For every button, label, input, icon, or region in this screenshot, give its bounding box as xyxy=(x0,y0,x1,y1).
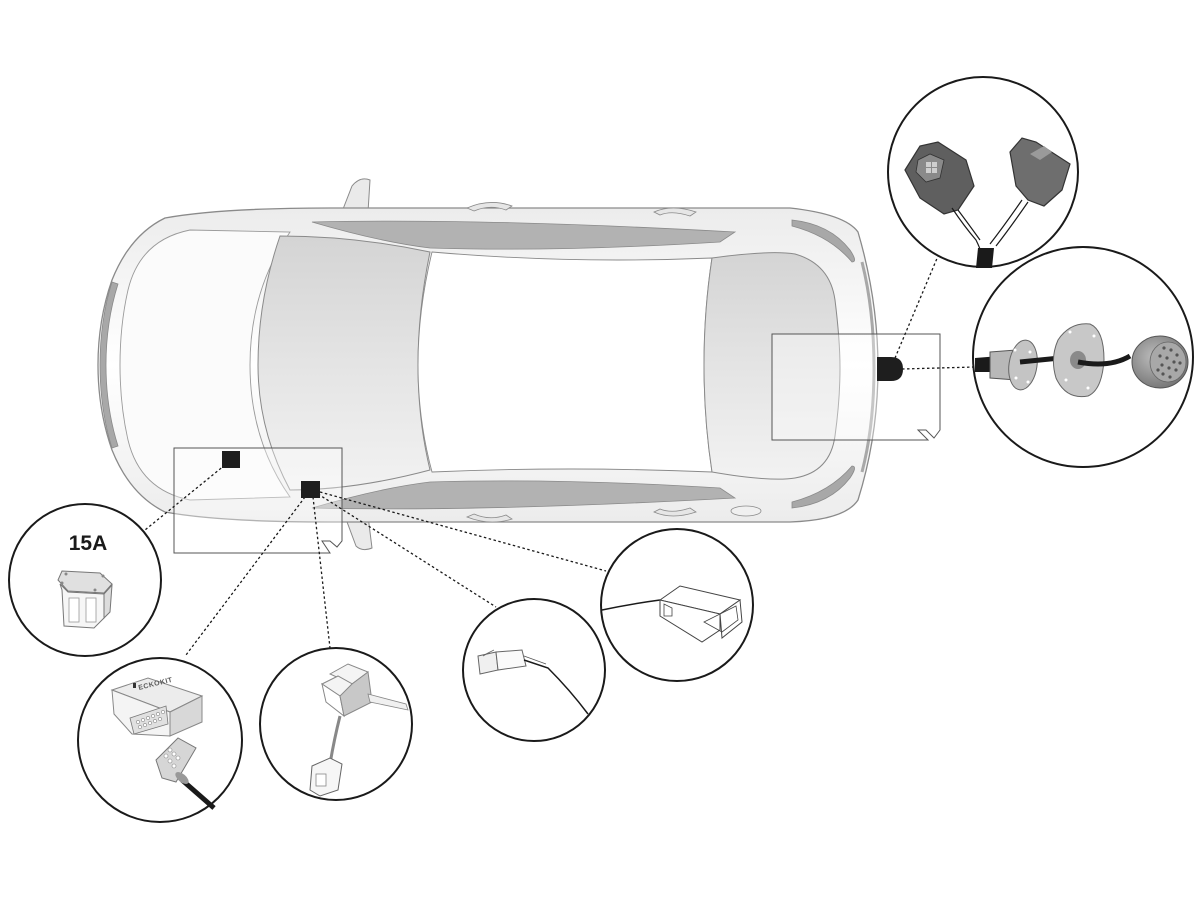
tail-light-connector-pair-icon xyxy=(904,137,1071,269)
car-top-view xyxy=(97,178,879,551)
splice-connector-icon xyxy=(309,663,409,797)
callout-tail-light-connectors[interactable] xyxy=(887,76,1079,269)
front-installation-zone xyxy=(173,447,343,554)
callout-splice-connector[interactable] xyxy=(259,647,413,801)
socket-connector-icon xyxy=(601,585,743,643)
front-fuse-marker[interactable] xyxy=(222,451,240,468)
callout-control-module[interactable]: ECKOKIT xyxy=(77,657,243,823)
multi-pin-plug-icon xyxy=(155,737,216,810)
rear-socket-marker[interactable] xyxy=(877,357,903,381)
callout-towbar-socket[interactable] xyxy=(972,246,1194,468)
towbar-socket-icon xyxy=(975,323,1189,398)
callout-fuse[interactable]: 15A xyxy=(8,503,162,657)
leader-lines xyxy=(144,255,976,656)
control-module-icon: ECKOKIT xyxy=(110,677,204,737)
roof xyxy=(417,251,713,473)
callout-plug-connector[interactable] xyxy=(462,598,606,742)
callout-socket-connector[interactable] xyxy=(600,528,754,682)
side-window-top xyxy=(311,220,737,250)
rear-installation-zone xyxy=(771,333,941,441)
front-module-marker[interactable] xyxy=(301,481,320,498)
plug-connector-icon xyxy=(477,649,589,715)
fuse-rating-label: 15A xyxy=(69,532,108,555)
side-window-bottom xyxy=(311,480,737,510)
tail-light-bottom xyxy=(791,465,855,509)
fuse-icon xyxy=(57,570,113,629)
tail-light-top xyxy=(791,219,855,263)
windshield xyxy=(257,235,431,491)
